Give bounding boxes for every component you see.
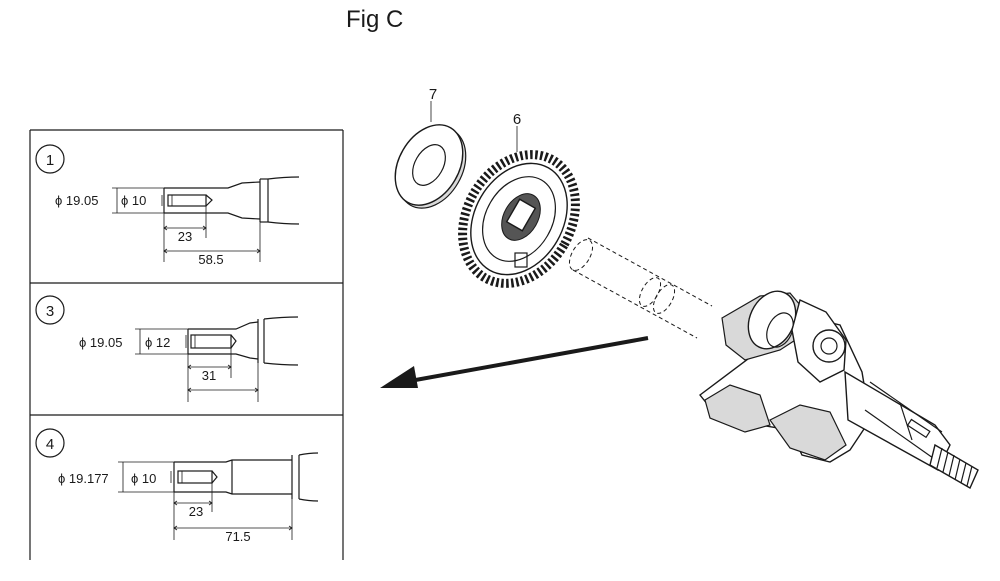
outer-diameter-label: ϕ 19.05: [79, 335, 122, 350]
panel-number: 4: [46, 436, 54, 453]
crankshaft-hidden-end: [568, 237, 713, 339]
depth-label: 31: [202, 368, 216, 383]
panel-4: 4 ϕ 19.177: [35, 428, 319, 544]
crankshaft: [699, 290, 979, 489]
inner-diameter-label: ϕ 10: [121, 193, 146, 208]
inner-diameter-label: ϕ 12: [145, 335, 170, 350]
depth-label: 23: [189, 504, 203, 519]
figure-title: Fig C: [346, 6, 404, 33]
inner-diameter-label: ϕ 10: [131, 471, 156, 486]
shaft-section: [187, 316, 299, 366]
length-label: 58.5: [198, 252, 223, 267]
shaft-section: [173, 452, 319, 502]
depth-label: 23: [178, 229, 192, 244]
panel-number: 3: [46, 303, 54, 320]
outer-diameter-label: ϕ 19.05: [55, 193, 98, 208]
panel-1: 1: [35, 144, 300, 267]
panel-frame: [29, 129, 344, 560]
washer-callout: 7: [429, 86, 437, 103]
washer: 7: [394, 86, 467, 209]
timing-gear: 6: [458, 111, 580, 288]
threaded-end: [929, 443, 979, 489]
direction-arrow: [380, 336, 649, 388]
panel-number-circle: [35, 144, 65, 174]
length-label: 71.5: [225, 529, 250, 544]
gear-callout: 6: [513, 111, 521, 128]
shaft-section: [163, 176, 300, 225]
panel-number-circle: [35, 428, 65, 458]
panel-number: 1: [46, 152, 54, 169]
panel-3: 3 ϕ 19.05 ϕ 12: [35, 295, 299, 402]
outer-diameter-label: ϕ 19.177: [58, 471, 109, 486]
panel-number-circle: [35, 295, 65, 325]
